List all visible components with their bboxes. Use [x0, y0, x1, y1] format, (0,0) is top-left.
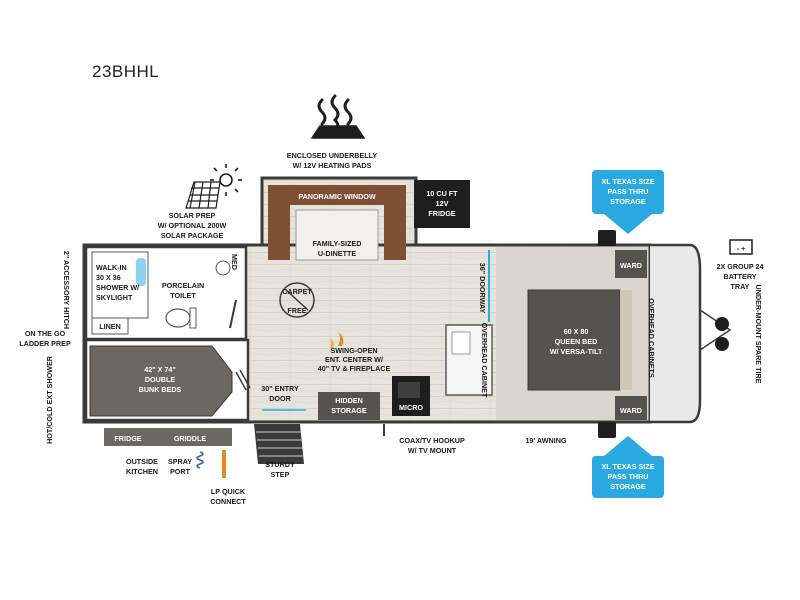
fireplace-icon: [330, 332, 344, 348]
battery-label-2: BATTERY: [723, 272, 756, 281]
fridge-label-1: 10 CU FT: [426, 189, 458, 198]
hidden-storage: HIDDEN STORAGE: [318, 392, 380, 420]
awning-label: 19' AWNING: [526, 436, 567, 445]
dinette-label-1: FAMILY-SIZED: [313, 239, 362, 248]
overhead-cabinet-label: OVERHEAD CABINET: [480, 323, 489, 398]
wheel-bottom: [598, 422, 616, 438]
battery-icon: - +: [729, 239, 753, 255]
heat-icon: [310, 94, 366, 139]
bedroom: WARD WARD 60 X 80 QUEEN BED W/ VERSA-TIL…: [527, 250, 656, 420]
shower-label-3: SHOWER W/: [96, 283, 139, 292]
xl-storage-bottom-3: STORAGE: [610, 482, 646, 491]
shower-label-4: SKYLIGHT: [96, 293, 133, 302]
hose-icon: [196, 451, 204, 469]
ward-bottom-label: WARD: [620, 406, 642, 415]
bunk-label-1: 42" X 74": [144, 365, 176, 374]
queen-bed-label-1: 60 X 80: [564, 327, 589, 336]
solar-label-1: SOLAR PREP: [169, 211, 216, 220]
kitchen-counter: OVERHEAD CABINET: [445, 323, 493, 398]
spray-port-label-1: SPRAY: [168, 457, 192, 466]
ladder-label-2: LADDER PREP: [19, 339, 71, 348]
lp-quick-label-2: CONNECT: [210, 497, 246, 506]
accessory-hitch-label: 2" ACCESSORY HITCH: [62, 251, 71, 329]
xl-storage-top-2: PASS THRU: [608, 187, 649, 196]
battery-label-3: TRAY: [731, 282, 750, 291]
sturdy-step-label-1: STURDY: [265, 460, 295, 469]
hidden-storage-label-1: HIDDEN: [335, 396, 363, 405]
xl-storage-top-3: STORAGE: [610, 197, 646, 206]
carpet-free-label-1: CARPET: [282, 287, 312, 296]
tire-icon: [699, 308, 732, 352]
bathroom: WALK-IN 30 X 36 SHOWER W/ SKYLIGHT LINEN…: [84, 245, 248, 341]
bunk-label-2: DOUBLE: [145, 375, 176, 384]
coax-label-1: COAX/TV HOOKUP: [399, 436, 465, 445]
ent-center-label-1: SWING-OPEN: [330, 346, 377, 355]
outside-fridge-label: FRIDGE: [114, 434, 141, 443]
spray-port-label-2: PORT: [170, 467, 191, 476]
underbelly-label-1: ENCLOSED UNDERBELLY: [287, 151, 378, 160]
battery-label-1: 2X GROUP 24: [716, 262, 763, 271]
sturdy-step-label-2: STEP: [271, 470, 290, 479]
panoramic-window-label: PANORAMIC WINDOW: [298, 192, 376, 201]
sun-icon: [210, 164, 242, 196]
underbelly-label-2: W/ 12V HEATING PADS: [293, 161, 372, 170]
overhead-cabinets-label: OVERHEAD CABINETS: [647, 298, 656, 378]
ent-center-label-3: 40" TV & FIREPLACE: [318, 364, 391, 373]
model-name: 23BHHL: [92, 62, 160, 81]
stairs-icon: [254, 424, 304, 464]
micro-label: MICRO: [399, 403, 423, 412]
linen-label: LINEN: [99, 322, 121, 331]
dinette: FAMILY-SIZED U-DINETTE: [268, 185, 406, 261]
griddle-label: GRIDDLE: [174, 434, 207, 443]
fridge-label-3: FRIDGE: [428, 209, 455, 218]
solar-panel-icon: [185, 181, 221, 209]
carpet-free-label-2: FREE: [287, 306, 306, 315]
med-label: MED: [230, 254, 239, 270]
shower-label-2: 30 X 36: [96, 273, 121, 282]
carpet-free-icon: CARPET FREE: [279, 282, 315, 318]
ladder-label-1: ON THE GO: [25, 329, 66, 338]
ward-top-label: WARD: [620, 261, 642, 270]
outside-kitchen-label-1: OUTSIDE: [126, 457, 158, 466]
wheel-top: [598, 230, 616, 246]
lp-connect-icon: [222, 450, 226, 478]
toilet-label-1: PORCELAIN: [162, 281, 204, 290]
entry-door-label-1: 30" ENTRY: [261, 384, 299, 393]
spare-tire-label: UNDER-MOUNT SPARE TIRE: [754, 285, 763, 384]
queen-bed-label-3: W/ VERSA-TILT: [550, 347, 603, 356]
bunk-label-3: BUNK BEDS: [139, 385, 182, 394]
doorway-label: 36" DOORWAY: [478, 263, 487, 314]
bunk-beds: 42" X 74" DOUBLE BUNK BEDS: [84, 338, 251, 422]
ent-center-label-2: ENT. CENTER W/: [325, 355, 383, 364]
shower-label-1: WALK-IN: [96, 263, 127, 272]
lp-quick-label-1: LP QUICK: [211, 487, 246, 496]
toilet-label-2: TOILET: [170, 291, 196, 300]
xl-storage-top: XL TEXAS SIZE PASS THRU STORAGE: [592, 170, 664, 234]
microwave: MICRO: [392, 376, 430, 416]
fridge-12v: 10 CU FT 12V FRIDGE: [414, 180, 470, 228]
outside-kitchen: FRIDGE GRIDDLE: [104, 428, 232, 446]
hidden-storage-label-2: STORAGE: [331, 406, 367, 415]
queen-bed-label-2: QUEEN BED: [555, 337, 598, 346]
fridge-label-2: 12V: [436, 199, 449, 208]
ext-shower-label: HOT/COLD EXT SHOWER: [45, 355, 54, 444]
dinette-label-2: U-DINETTE: [318, 249, 357, 258]
svg-text:- +: - +: [737, 244, 746, 253]
xl-storage-bottom: XL TEXAS SIZE PASS THRU STORAGE: [592, 436, 664, 498]
entry-door-label-2: DOOR: [269, 394, 291, 403]
xl-storage-bottom-1: XL TEXAS SIZE: [602, 462, 655, 471]
xl-storage-bottom-2: PASS THRU: [608, 472, 649, 481]
solar-label-3: SOLAR PACKAGE: [161, 231, 224, 240]
solar-label-2: W/ OPTIONAL 200W: [158, 221, 227, 230]
outside-kitchen-label-2: KITCHEN: [126, 467, 158, 476]
coax-label-2: W/ TV MOUNT: [408, 446, 457, 455]
xl-storage-top-1: XL TEXAS SIZE: [602, 177, 655, 186]
